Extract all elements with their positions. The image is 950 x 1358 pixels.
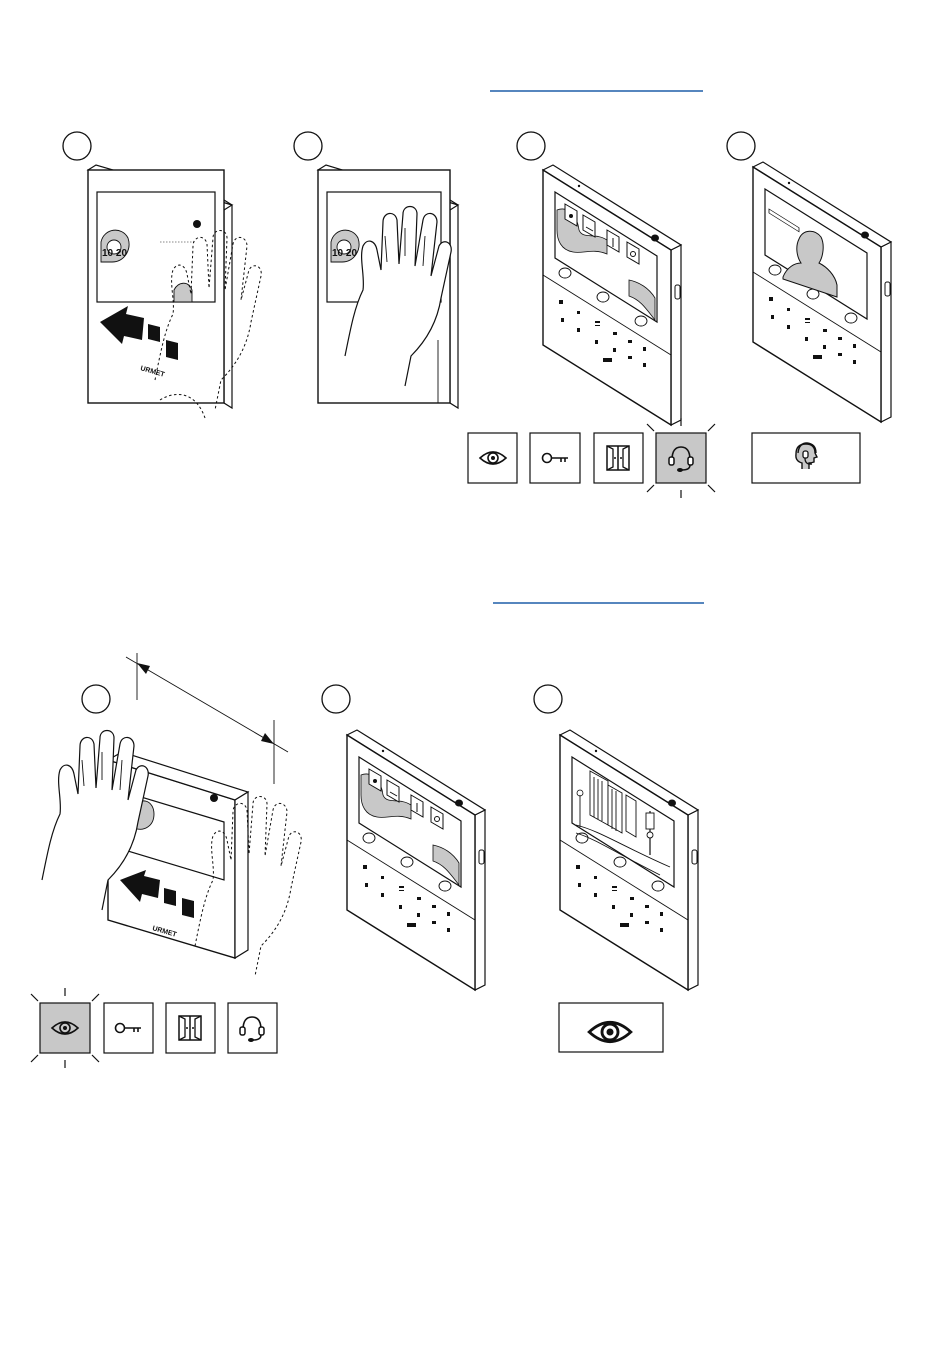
standby-clock-1: 10 20 xyxy=(102,248,127,259)
icon-box-headset-bottom[interactable] xyxy=(228,1003,277,1053)
monitor-standby-swipe: URMET xyxy=(42,731,301,977)
icon-box-headset-top-highlighted[interactable] xyxy=(647,418,715,498)
result-box-eye xyxy=(559,1003,663,1052)
monitor-menu-bottom xyxy=(347,730,485,990)
section-bottom: URMET xyxy=(31,603,704,1068)
monitor-camera xyxy=(560,730,698,990)
section-top: 10 20 URMET 10 20 xyxy=(63,91,891,498)
standby-clock-2: 10 20 xyxy=(332,248,357,259)
icon-box-door-top[interactable] xyxy=(594,433,643,483)
icon-box-key-top[interactable] xyxy=(530,433,580,483)
monitor-menu-top xyxy=(543,165,681,425)
icon-box-key-bottom[interactable] xyxy=(104,1003,153,1053)
icon-box-eye-bottom-highlighted[interactable] xyxy=(31,988,99,1068)
step-circle-top-1 xyxy=(63,132,91,160)
monitor-call xyxy=(753,162,891,422)
step-circle-top-3 xyxy=(517,132,545,160)
step-circle-bottom-2 xyxy=(322,685,350,713)
step-circle-top-2 xyxy=(294,132,322,160)
menu-icons-bottom xyxy=(31,988,663,1068)
step-circle-bottom-1 xyxy=(82,685,110,713)
result-box-operator xyxy=(752,433,860,483)
step-circle-bottom-3 xyxy=(534,685,562,713)
monitor-standby-1: 10 20 URMET xyxy=(88,165,261,418)
icon-box-eye-top[interactable] xyxy=(468,433,517,483)
monitor-standby-2: 10 20 xyxy=(318,165,458,408)
menu-icons-top xyxy=(468,418,860,498)
icon-box-door-bottom[interactable] xyxy=(166,1003,215,1053)
step-circle-top-4 xyxy=(727,132,755,160)
